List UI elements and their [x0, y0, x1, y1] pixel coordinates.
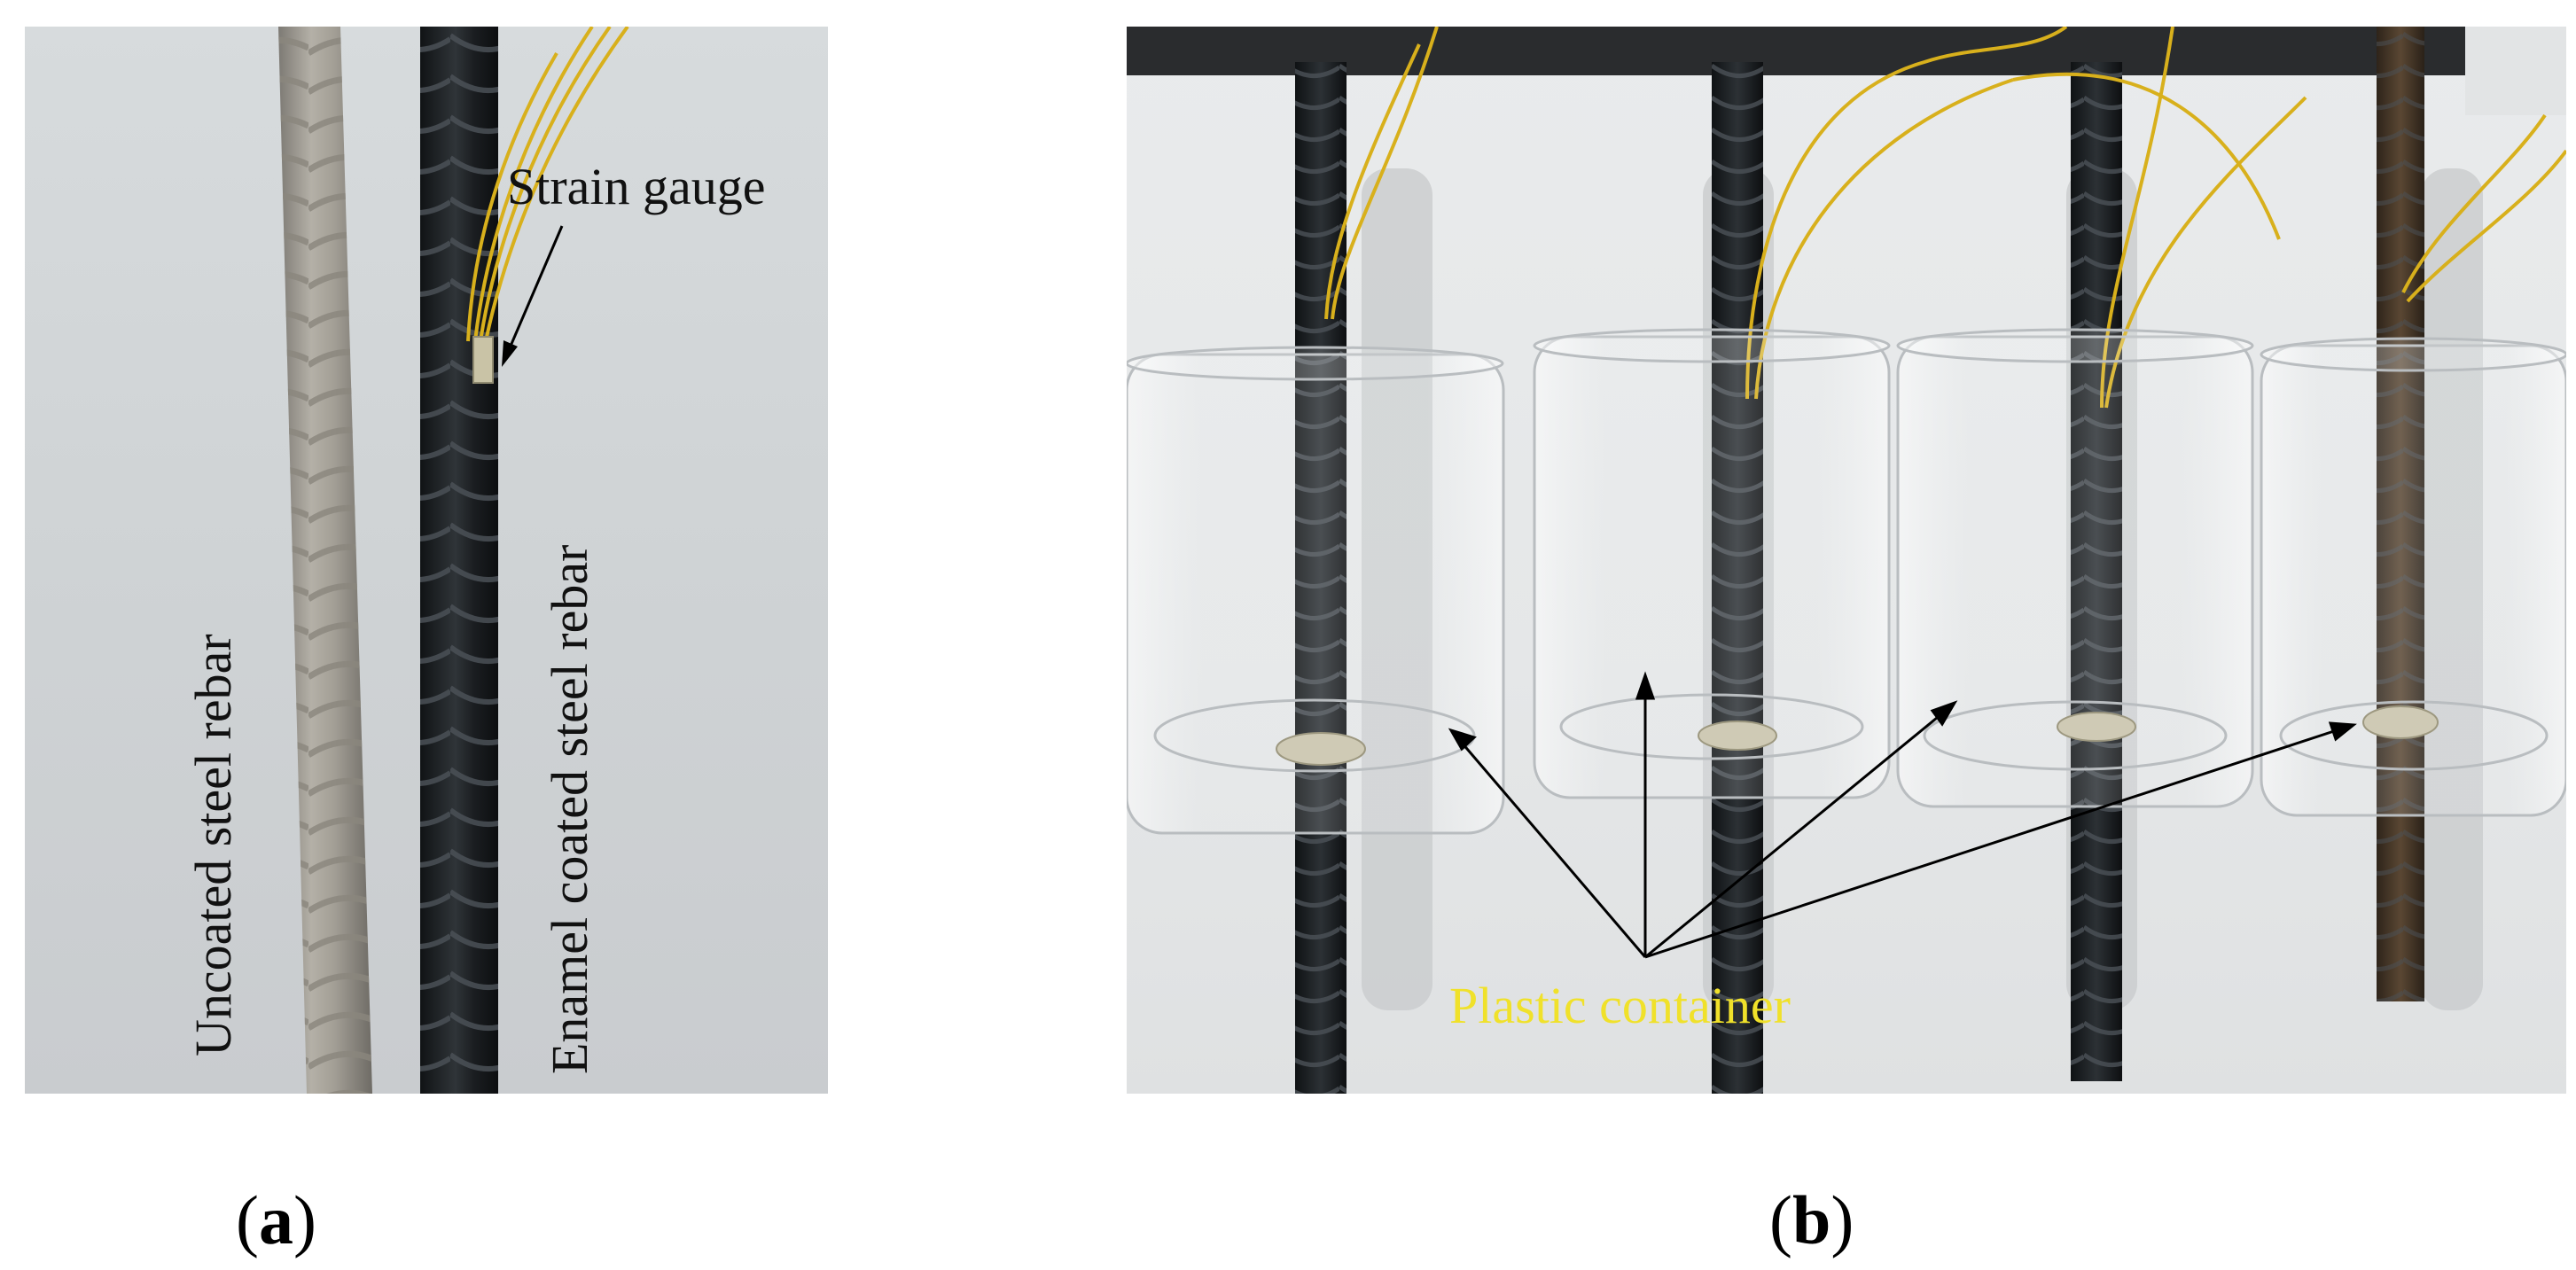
strain-gauge-arrow: [502, 225, 564, 367]
photo-panel-a: Strain gauge Uncoated steel rebar Enamel…: [25, 27, 828, 1094]
rebar-photo-a: [278, 27, 629, 1094]
caption-a: (a): [236, 1186, 316, 1255]
uncoated-rebar-label: Uncoated steel rebar: [184, 634, 242, 1056]
mounting-board: [1127, 27, 2465, 75]
container-3: [1896, 328, 2254, 808]
strain-gauge-label: Strain gauge: [507, 158, 766, 215]
enamel-rebar-label: Enamel coated steel rebar: [541, 544, 598, 1074]
wires: [1324, 27, 2566, 409]
caption-a-close: ): [293, 1181, 316, 1258]
caption-b-open: (: [1769, 1181, 1792, 1258]
container-2: [1533, 328, 1891, 799]
uncoated-rebar: [278, 27, 372, 1094]
enamel-coated-rebar: [420, 27, 498, 1094]
strain-gauge: [472, 336, 494, 384]
container-photo-b: [1127, 27, 2566, 1094]
caption-b-letter: b: [1791, 1181, 1831, 1258]
plastic-container-label: Plastic container: [1449, 977, 1791, 1034]
strain-gauge-wires: [466, 27, 629, 342]
caption-a-open: (: [236, 1181, 259, 1258]
container-1: [1127, 346, 1505, 835]
container-4: [2260, 337, 2566, 817]
caption-b-close: ): [1831, 1181, 1854, 1258]
sealing-plugs: [1276, 705, 2439, 766]
caption-b: (b): [1769, 1186, 1854, 1255]
photo-panel-b: Plastic container: [1127, 27, 2566, 1094]
caption-a-letter: a: [258, 1181, 293, 1258]
plastic-containers: [1127, 328, 2566, 835]
container-arrows: [1448, 671, 2357, 959]
